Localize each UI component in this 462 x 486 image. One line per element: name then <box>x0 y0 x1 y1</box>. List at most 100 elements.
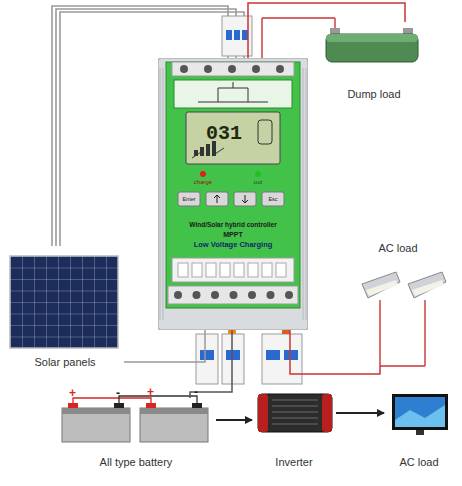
panel-text: charge <box>194 179 212 186</box>
controller-housing <box>206 144 210 156</box>
dump-load: Dump load <box>318 22 430 94</box>
battery <box>68 403 78 408</box>
controller-housing <box>193 291 201 299</box>
television <box>395 405 445 427</box>
controller-housing <box>172 62 294 76</box>
battery <box>62 408 130 414</box>
ac-load-lamps: AC load <box>352 238 444 366</box>
controller-housing <box>206 192 228 206</box>
wire <box>248 3 405 58</box>
solar-panels: Solar panels <box>6 252 124 378</box>
resistor-symbol <box>326 34 418 42</box>
controller-housing <box>228 65 236 73</box>
battery <box>62 396 208 442</box>
battery <box>62 408 130 442</box>
flow-arrow <box>216 419 252 421</box>
battery <box>119 396 197 403</box>
controller-housing <box>211 291 219 299</box>
controller-housing <box>234 263 244 277</box>
circuit-breaker <box>266 350 280 360</box>
inverter <box>272 400 318 424</box>
street-lamp <box>408 272 446 298</box>
controller-housing <box>262 263 272 277</box>
node-label: Dump load <box>347 88 400 101</box>
resistor-symbol <box>261 18 262 58</box>
controller-housing <box>230 291 238 299</box>
controller-housing <box>160 68 306 320</box>
television <box>392 394 448 430</box>
panel-text: Low Voltage Charging <box>194 241 273 250</box>
node-label: All type battery <box>100 456 173 469</box>
controller-housing <box>166 62 300 308</box>
inverter <box>258 394 268 432</box>
controller-housing <box>204 65 212 73</box>
flow-arrow <box>336 412 384 414</box>
ac-load-tv: AC load <box>384 388 454 480</box>
circuit-breaker <box>234 30 240 40</box>
inverter <box>322 394 332 432</box>
resistor-symbol <box>262 18 418 62</box>
controller-housing <box>200 147 204 156</box>
controller-housing <box>262 192 284 206</box>
panel-text: 031 <box>206 122 242 145</box>
street-lamp <box>380 365 425 366</box>
street-lamp <box>362 272 400 298</box>
controller-housing <box>248 263 258 277</box>
resistor-symbol <box>326 34 418 62</box>
inverter <box>258 394 332 432</box>
controller-housing <box>214 195 220 203</box>
controller-housing <box>200 171 206 177</box>
terminal-sign: + <box>147 386 154 400</box>
wire <box>124 330 205 362</box>
controller-housing <box>267 291 275 299</box>
hybrid-controller: 031chargeoutEnterEscWind/Solar hybrid co… <box>158 58 308 330</box>
panel-text: MPPT <box>223 231 242 239</box>
controller-housing <box>220 263 230 277</box>
controller-housing <box>180 65 188 73</box>
resistor-symbol <box>262 17 335 18</box>
panel-text: Wind/Solar hybrid controller <box>189 221 276 228</box>
circuit-breaker <box>222 334 244 384</box>
terminal-sign: - <box>194 386 198 400</box>
node-label: AC load <box>378 242 417 255</box>
controller-housing <box>234 192 256 206</box>
television <box>416 430 424 435</box>
controller-housing <box>174 291 182 299</box>
controller-housing <box>285 291 293 299</box>
street-lamp <box>424 300 425 366</box>
street-lamp <box>366 280 398 296</box>
solar-panel <box>10 256 118 348</box>
controller-housing <box>178 192 200 206</box>
controller-housing <box>186 112 280 164</box>
circuit-breaker <box>284 350 298 360</box>
circuit-breaker <box>200 350 214 360</box>
battery <box>146 403 156 408</box>
controller-housing <box>168 286 298 304</box>
inverter: Inverter <box>252 382 336 480</box>
controller-housing <box>172 258 294 282</box>
street-lamp <box>362 272 446 366</box>
television <box>392 394 448 435</box>
controller-housing <box>242 195 248 203</box>
circuit-breaker <box>226 350 240 360</box>
panel-text: Enter <box>182 196 195 202</box>
street-lamp <box>379 300 380 366</box>
controller-housing <box>276 263 286 277</box>
battery <box>140 408 208 442</box>
controller-housing <box>276 65 284 73</box>
circuit-breaker <box>196 334 218 384</box>
controller-housing <box>178 263 188 277</box>
solar-panel <box>10 256 118 348</box>
controller-housing <box>206 263 216 277</box>
controller-housing <box>258 120 272 144</box>
controller-housing <box>174 80 292 108</box>
circuit-breaker <box>226 30 232 40</box>
battery <box>192 403 202 408</box>
controller-housing <box>248 291 256 299</box>
node-label: AC load <box>399 456 438 469</box>
battery <box>114 403 124 408</box>
controller-housing <box>252 65 260 73</box>
controller-housing <box>255 171 261 177</box>
terminal-sign: - <box>116 387 120 401</box>
inverter <box>258 394 332 432</box>
